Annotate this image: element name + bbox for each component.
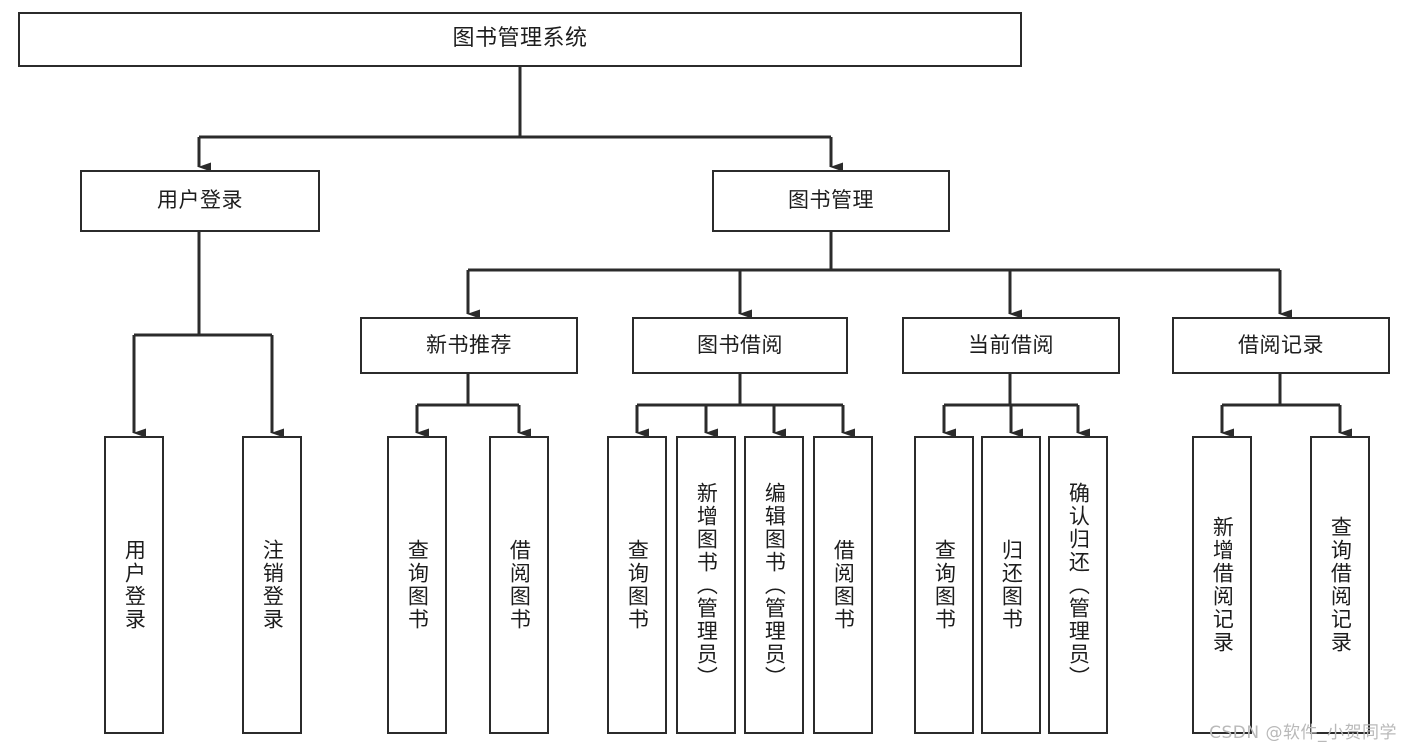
node-borrow-record[interactable]: 借阅记录 bbox=[1172, 317, 1390, 374]
leaf-book-borrow-borrow-books[interactable]: 借阅图书 bbox=[813, 436, 873, 734]
node-label: 借阅图书 bbox=[507, 539, 532, 631]
leaf-user-login-logout[interactable]: 注销登录 bbox=[242, 436, 302, 734]
leaf-new-book-borrow-books[interactable]: 借阅图书 bbox=[489, 436, 549, 734]
node-root-book-management-system[interactable]: 图书管理系统 bbox=[18, 12, 1022, 67]
node-book-management[interactable]: 图书管理 bbox=[712, 170, 950, 232]
node-label: 新书推荐 bbox=[426, 332, 512, 357]
node-label: 用户登录 bbox=[157, 188, 243, 213]
leaf-borrow-record-add-record[interactable]: 新增借阅记录 bbox=[1192, 436, 1252, 734]
node-label: 查询图书 bbox=[625, 539, 650, 631]
leaf-book-borrow-query-books[interactable]: 查询图书 bbox=[607, 436, 667, 734]
node-label: 新增图书（管理员） bbox=[694, 481, 719, 689]
node-label: 确认归还（管理员） bbox=[1066, 481, 1091, 689]
leaf-borrow-record-query-record[interactable]: 查询借阅记录 bbox=[1310, 436, 1370, 734]
node-label: 查询图书 bbox=[932, 539, 957, 631]
node-label: 注销登录 bbox=[260, 539, 285, 631]
node-label: 图书管理 bbox=[788, 188, 874, 213]
leaf-current-borrow-query-books[interactable]: 查询图书 bbox=[914, 436, 974, 734]
node-label: 借阅记录 bbox=[1238, 332, 1324, 357]
node-book-borrow[interactable]: 图书借阅 bbox=[632, 317, 848, 374]
leaf-current-borrow-return-books[interactable]: 归还图书 bbox=[981, 436, 1041, 734]
leaf-book-borrow-add-book-admin[interactable]: 新增图书（管理员） bbox=[676, 436, 736, 734]
csdn-watermark: CSDN @软件_小贺同学 bbox=[1209, 723, 1397, 743]
node-current-borrow[interactable]: 当前借阅 bbox=[902, 317, 1120, 374]
node-label: 用户登录 bbox=[122, 539, 147, 631]
node-label: 新增借阅记录 bbox=[1210, 516, 1235, 654]
node-label: 查询图书 bbox=[405, 539, 430, 631]
leaf-new-book-query-books[interactable]: 查询图书 bbox=[387, 436, 447, 734]
node-label: 图书借阅 bbox=[697, 332, 783, 357]
leaf-book-borrow-edit-book-admin[interactable]: 编辑图书（管理员） bbox=[744, 436, 804, 734]
node-label: 编辑图书（管理员） bbox=[762, 481, 787, 689]
node-label: 查询借阅记录 bbox=[1328, 516, 1353, 654]
node-new-book-recommend[interactable]: 新书推荐 bbox=[360, 317, 578, 374]
node-label: 图书管理系统 bbox=[452, 26, 588, 52]
leaf-current-borrow-confirm-return-admin[interactable]: 确认归还（管理员） bbox=[1048, 436, 1108, 734]
leaf-user-login-login[interactable]: 用户登录 bbox=[104, 436, 164, 734]
node-user-login[interactable]: 用户登录 bbox=[80, 170, 320, 232]
node-label: 当前借阅 bbox=[968, 332, 1054, 357]
node-label: 归还图书 bbox=[999, 539, 1024, 631]
node-label: 借阅图书 bbox=[831, 539, 856, 631]
